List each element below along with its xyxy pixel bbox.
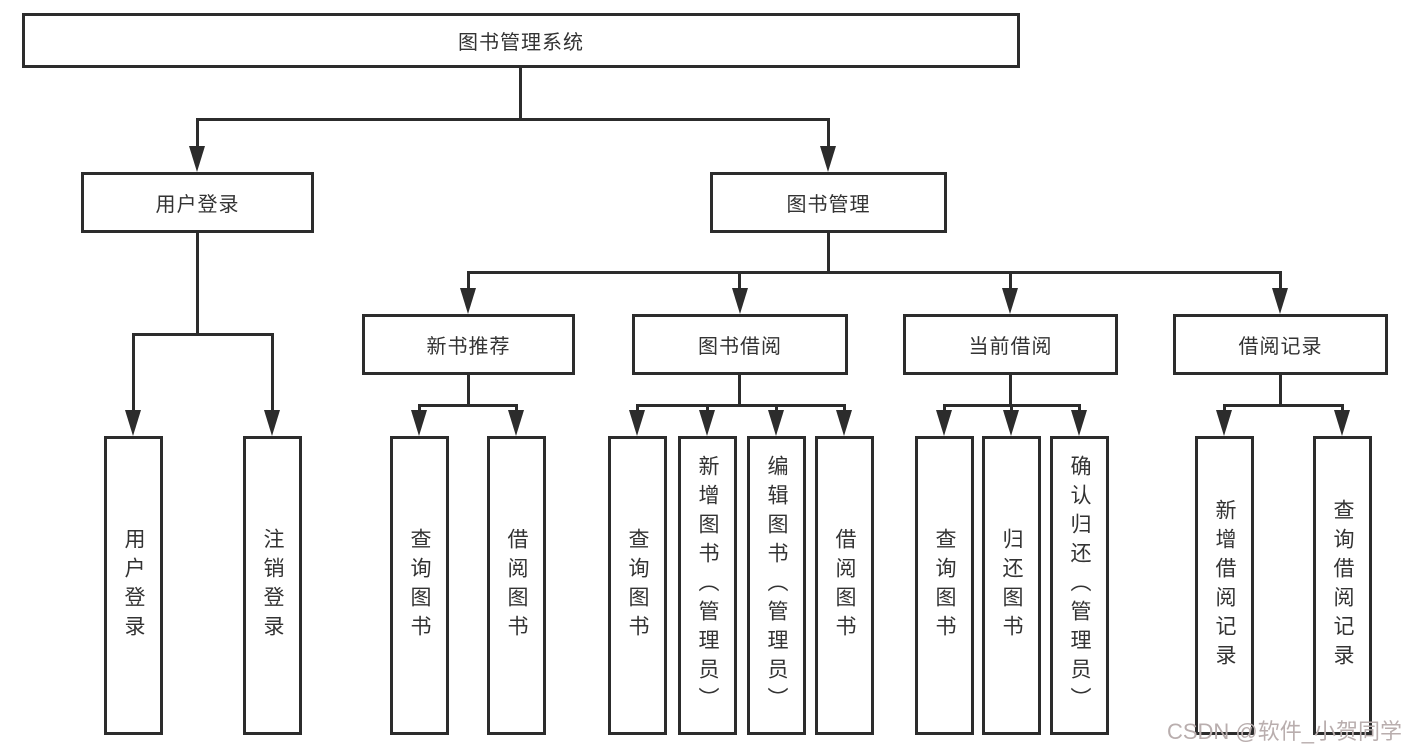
connector-line <box>1078 404 1081 412</box>
leaf-return-book: 归还图书 <box>982 436 1041 735</box>
leaf-logout: 注销登录 <box>243 436 302 735</box>
connector-line <box>1223 404 1226 412</box>
leaf-query-books-current: 查询图书 <box>915 436 974 735</box>
connector-line <box>467 271 470 291</box>
connector-line <box>738 375 741 406</box>
leaf-add-borrow-record: 新增借阅记录 <box>1195 436 1254 735</box>
connector-line <box>467 271 1282 274</box>
arrow-down-icon <box>189 146 205 172</box>
connector-line <box>943 404 946 412</box>
leaf-query-books-borrowing: 查询图书 <box>608 436 667 735</box>
leaf-label: 查询借阅记录 <box>1331 498 1354 673</box>
connector-line <box>519 68 522 120</box>
leaf-label: 新增图书（管理员） <box>696 455 719 716</box>
connector-line <box>1010 404 1013 412</box>
node-book-management: 图书管理 <box>710 172 947 233</box>
connector-line <box>132 333 135 412</box>
node-book-borrowing: 图书借阅 <box>632 314 848 375</box>
node-root-library-management-system: 图书管理系统 <box>22 13 1020 68</box>
connector-line <box>827 233 830 273</box>
leaf-label: 借阅图书 <box>505 527 528 644</box>
leaf-label: 用户登录 <box>122 527 145 644</box>
connector-line <box>1341 404 1344 412</box>
leaf-edit-book-admin: 编辑图书（管理员） <box>747 436 806 735</box>
connector-line <box>418 404 421 412</box>
node-new-book-recommend: 新书推荐 <box>362 314 575 375</box>
connector-line <box>775 404 778 412</box>
connector-line <box>706 404 709 412</box>
leaf-label: 确认归还（管理员） <box>1068 455 1091 716</box>
node-user-login: 用户登录 <box>81 172 314 233</box>
csdn-watermark: CSDN @软件_小贺同学 <box>1166 719 1402 744</box>
arrow-down-icon <box>508 410 524 436</box>
connector-line <box>467 375 470 406</box>
arrow-down-icon <box>1272 288 1288 314</box>
arrow-down-icon <box>1216 410 1232 436</box>
arrow-down-icon <box>1002 288 1018 314</box>
node-label: 新书推荐 <box>426 336 511 358</box>
connector-line <box>827 118 830 148</box>
leaf-label: 查询图书 <box>626 527 649 644</box>
arrow-down-icon <box>1071 410 1087 436</box>
connector-line <box>196 118 830 121</box>
connector-line <box>1279 271 1282 291</box>
leaf-label: 借阅图书 <box>833 527 856 644</box>
connector-line <box>1279 375 1282 406</box>
connector-line <box>196 233 199 335</box>
node-label: 图书借阅 <box>698 336 782 358</box>
connector-line <box>1009 375 1012 406</box>
connector-line <box>738 271 741 291</box>
leaf-label: 编辑图书（管理员） <box>765 455 788 716</box>
connector-line <box>636 404 846 407</box>
leaf-label: 新增借阅记录 <box>1213 498 1236 673</box>
leaf-label: 归还图书 <box>1000 527 1023 644</box>
node-current-borrowing: 当前借阅 <box>903 314 1118 375</box>
connector-line <box>132 333 274 336</box>
leaf-query-books-recommend: 查询图书 <box>390 436 449 735</box>
connector-line <box>271 333 274 412</box>
arrow-down-icon <box>411 410 427 436</box>
node-label: 当前借阅 <box>968 336 1053 358</box>
connector-line <box>636 404 639 412</box>
arrow-down-icon <box>836 410 852 436</box>
connector-line <box>843 404 846 412</box>
leaf-add-book-admin: 新增图书（管理员） <box>678 436 737 735</box>
arrow-down-icon <box>768 410 784 436</box>
leaf-borrow-books-recommend: 借阅图书 <box>487 436 546 735</box>
arrow-down-icon <box>699 410 715 436</box>
arrow-down-icon <box>125 410 141 436</box>
leaf-query-borrow-record: 查询借阅记录 <box>1313 436 1372 735</box>
leaf-confirm-return-admin: 确认归还（管理员） <box>1050 436 1109 735</box>
arrow-down-icon <box>936 410 952 436</box>
node-borrowing-records: 借阅记录 <box>1173 314 1388 375</box>
connector-line <box>1009 271 1012 291</box>
arrow-down-icon <box>1334 410 1350 436</box>
connector-line <box>515 404 518 412</box>
connector-line <box>1223 404 1344 407</box>
leaf-label: 查询图书 <box>408 527 431 644</box>
connector-line <box>196 118 199 148</box>
arrow-down-icon <box>460 288 476 314</box>
leaf-user-login: 用户登录 <box>104 436 163 735</box>
arrow-down-icon <box>732 288 748 314</box>
node-label: 图书管理 <box>786 194 871 216</box>
node-label: 借阅记录 <box>1238 336 1323 358</box>
node-label: 用户登录 <box>155 194 240 216</box>
leaf-label: 查询图书 <box>933 527 956 644</box>
connector-line <box>418 404 518 407</box>
arrow-down-icon <box>1003 410 1019 436</box>
arrow-down-icon <box>264 410 280 436</box>
leaf-borrow-books-borrowing: 借阅图书 <box>815 436 874 735</box>
arrow-down-icon <box>820 146 836 172</box>
node-label: 图书管理系统 <box>458 32 584 54</box>
arrow-down-icon <box>629 410 645 436</box>
leaf-label: 注销登录 <box>261 527 284 644</box>
